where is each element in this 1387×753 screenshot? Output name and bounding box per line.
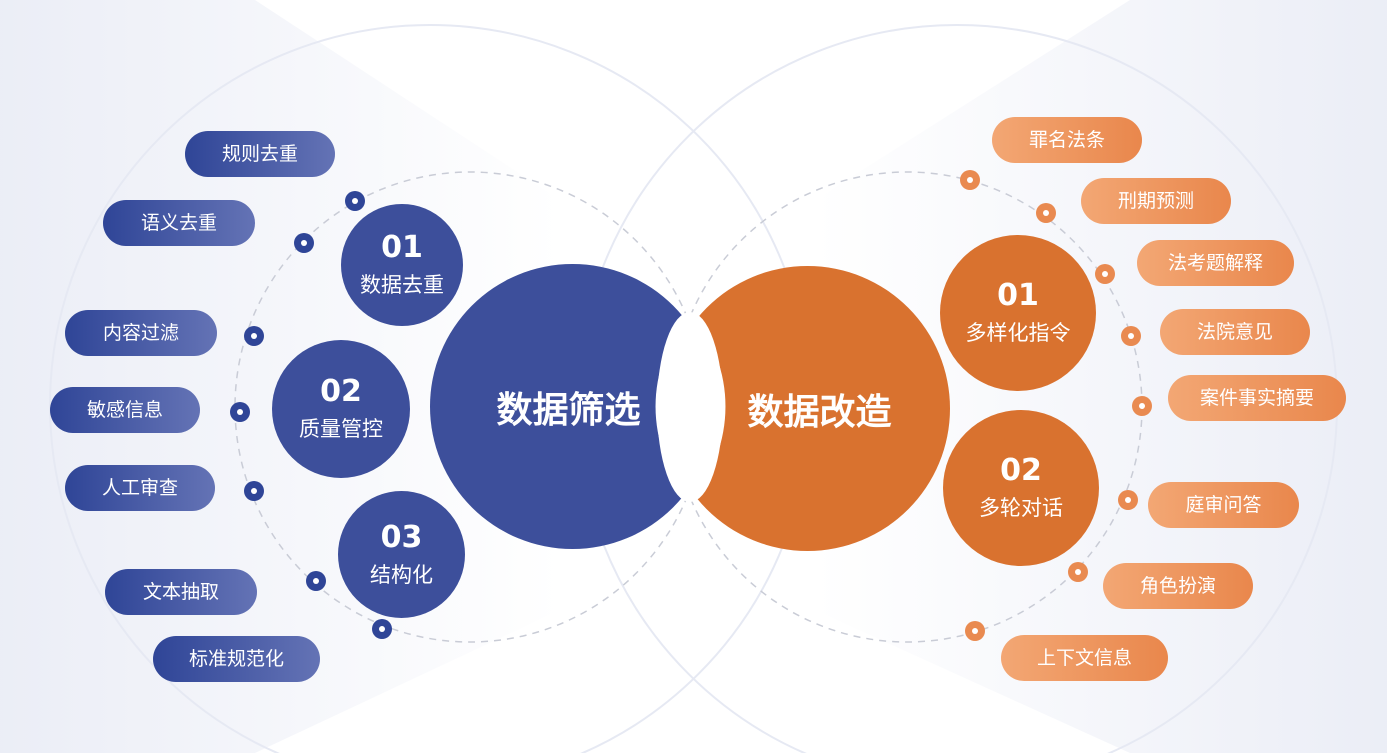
item-dedup-rule: 规则去重 bbox=[185, 131, 335, 177]
connector-dot bbox=[294, 233, 314, 253]
connector-dot bbox=[372, 619, 392, 639]
stage-label: 多轮对话 bbox=[979, 496, 1063, 520]
connector-dot bbox=[1036, 203, 1056, 223]
connector-dot bbox=[1121, 326, 1141, 346]
stage-number: 01 bbox=[381, 230, 423, 265]
item-manual-review: 人工审查 bbox=[65, 465, 215, 511]
main-title-filtering: 数据筛选 bbox=[496, 389, 641, 431]
stage-label: 多样化指令 bbox=[965, 321, 1071, 345]
connector-dot bbox=[1132, 396, 1152, 416]
connector-dot bbox=[1118, 490, 1138, 510]
stage-number: 03 bbox=[380, 519, 423, 555]
connector-dot bbox=[965, 621, 985, 641]
connector-dot bbox=[230, 402, 250, 422]
stage-circle-quality: 02 质量管控 bbox=[272, 340, 410, 478]
connector-dot bbox=[345, 191, 365, 211]
item-trial-qa: 庭审问答 bbox=[1148, 482, 1299, 528]
stage-label: 数据去重 bbox=[360, 273, 444, 297]
stage-circle-diverse-instructions: 01 多样化指令 bbox=[940, 235, 1096, 391]
main-title-transformation: 数据改造 bbox=[747, 391, 892, 433]
item-charge-statute: 罪名法条 bbox=[992, 117, 1142, 163]
connector-dot bbox=[306, 571, 326, 591]
connector-dot bbox=[244, 481, 264, 501]
item-bar-exam-explanation: 法考题解释 bbox=[1137, 240, 1294, 286]
stage-circle-dedup: 01 数据去重 bbox=[341, 204, 463, 326]
stage-label: 结构化 bbox=[370, 562, 433, 587]
item-court-opinion: 法院意见 bbox=[1160, 309, 1310, 355]
stage-number: 02 bbox=[1000, 453, 1042, 488]
stage-circle-structuring: 03 结构化 bbox=[338, 491, 465, 618]
connector-dot bbox=[244, 326, 264, 346]
connector-dot bbox=[1095, 264, 1115, 284]
item-context-info: 上下文信息 bbox=[1001, 635, 1168, 681]
stage-circle-multiturn: 02 多轮对话 bbox=[943, 410, 1099, 566]
connector-dot bbox=[1068, 562, 1088, 582]
item-content-filter: 内容过滤 bbox=[65, 310, 217, 356]
item-case-fact-summary: 案件事实摘要 bbox=[1168, 375, 1346, 421]
connector-dot bbox=[960, 170, 980, 190]
stage-label: 质量管控 bbox=[299, 417, 383, 441]
item-standardization: 标准规范化 bbox=[153, 636, 320, 682]
item-dedup-semantic: 语义去重 bbox=[103, 200, 255, 246]
stage-number: 01 bbox=[997, 278, 1039, 313]
item-sentence-prediction: 刑期预测 bbox=[1081, 178, 1231, 224]
stage-number: 02 bbox=[320, 374, 362, 409]
item-text-extraction: 文本抽取 bbox=[105, 569, 257, 615]
item-sensitive-info: 敏感信息 bbox=[50, 387, 200, 433]
item-role-play: 角色扮演 bbox=[1103, 563, 1253, 609]
